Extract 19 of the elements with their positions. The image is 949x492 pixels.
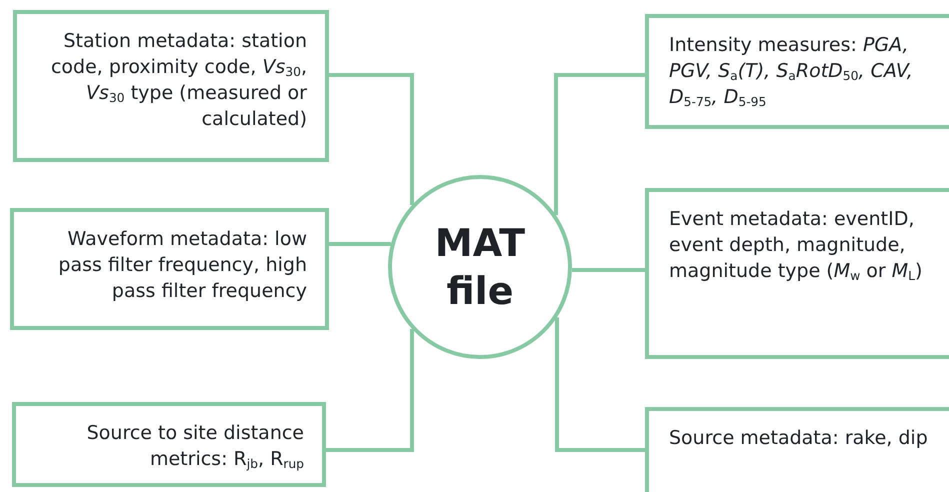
box-text: Intensity measures: PGA, PGV, S$_{a}$(T), S$_{a}$RotD$_{50}$, CAV, D$_{5-75}$, D$_{5-95}$ xyxy=(669,33,914,110)
connector-line xyxy=(572,268,645,272)
connector-line xyxy=(326,328,414,452)
connector-line xyxy=(555,317,645,452)
info-box xyxy=(645,188,949,359)
box-text: Source metadata: rake, dip xyxy=(669,426,929,451)
info-box xyxy=(645,407,949,492)
connector-line xyxy=(329,242,391,246)
circle-title: MAT file xyxy=(434,220,526,315)
box-text: Source to site distance metrics: R$_{jb}$, R$_{rup}$ xyxy=(86,421,304,472)
info-box xyxy=(645,14,949,129)
box-text: Waveform metadata: low pass filter frequency, high pass filter frequency xyxy=(57,227,307,304)
box-text: Station metadata: station code, proximity code, Vs$_{30}$, Vs$_{30}$ type (measured or calculated) xyxy=(50,29,307,132)
info-box xyxy=(13,10,329,162)
info-box xyxy=(12,402,326,487)
info-box xyxy=(10,208,329,330)
box-text: Event metadata: eventID, event depth, magnitude, magnitude type (M$_{w}$ or M$_{L}$) xyxy=(669,207,924,284)
connector-line xyxy=(329,73,414,206)
connector-line xyxy=(554,73,645,216)
